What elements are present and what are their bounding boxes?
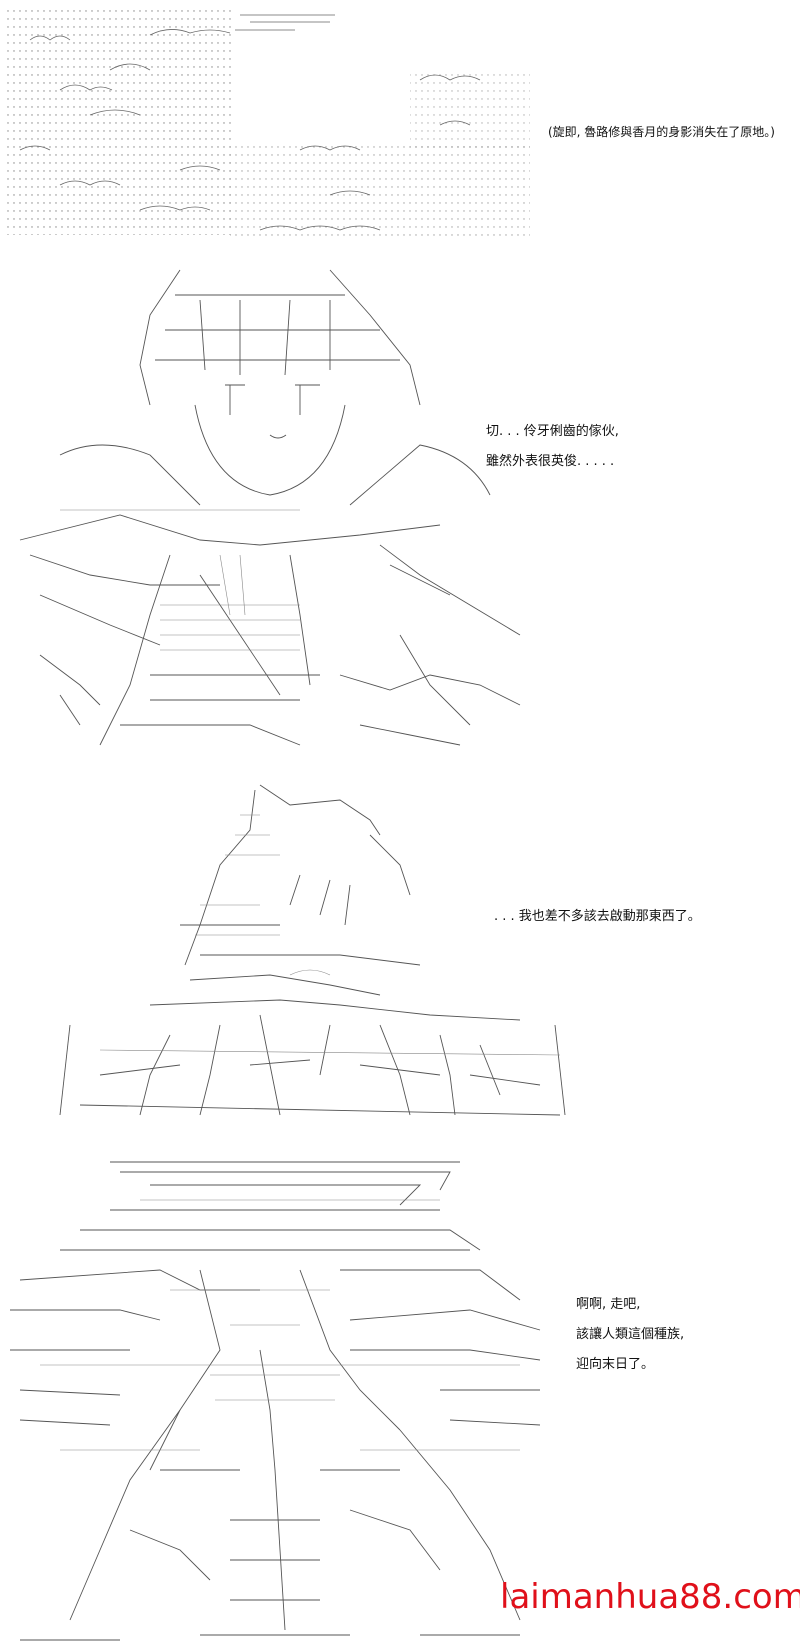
panel-3-caption: . . . 我也差不多該去啟動那東西了。: [494, 902, 701, 932]
site-watermark: laimanhua88.com: [500, 1577, 800, 1617]
panel-2-caption: 切. . . 伶牙俐齒的傢伙, 雖然外表很英俊. . . . .: [486, 417, 619, 477]
panel-4: 啊啊, 走吧, 該讓人類這個種族, 迎向末日了。: [0, 1150, 800, 1648]
panel-1: (旋即, 魯路修與香月的身影消失在了原地。): [0, 0, 800, 245]
seated-figure-ascii-art: [0, 255, 540, 760]
caption-line: (旋即, 魯路修與香月的身影消失在了原地。): [548, 125, 775, 139]
armored-figure-ascii-art: [0, 1150, 560, 1648]
hooded-figure-ascii-art: [0, 775, 580, 1135]
panel-2: 切. . . 伶牙俐齒的傢伙, 雖然外表很英俊. . . . .: [0, 255, 800, 760]
panel-4-caption: 啊啊, 走吧, 該讓人類這個種族, 迎向末日了。: [576, 1290, 684, 1380]
panel-3: . . . 我也差不多該去啟動那東西了。: [0, 775, 800, 1135]
caption-line: 該讓人類這個種族,: [576, 1327, 685, 1342]
caption-line: 雖然外表很英俊. . . . .: [486, 454, 615, 469]
smoke-cloud-ascii-art: [0, 0, 540, 245]
caption-line: 切. . . 伶牙俐齒的傢伙,: [486, 424, 619, 439]
caption-line: . . . 我也差不多該去啟動那東西了。: [494, 909, 701, 924]
caption-line: 迎向末日了。: [576, 1357, 655, 1372]
caption-line: 啊啊, 走吧,: [576, 1297, 641, 1312]
panel-1-caption: (旋即, 魯路修與香月的身影消失在了原地。): [548, 117, 775, 147]
